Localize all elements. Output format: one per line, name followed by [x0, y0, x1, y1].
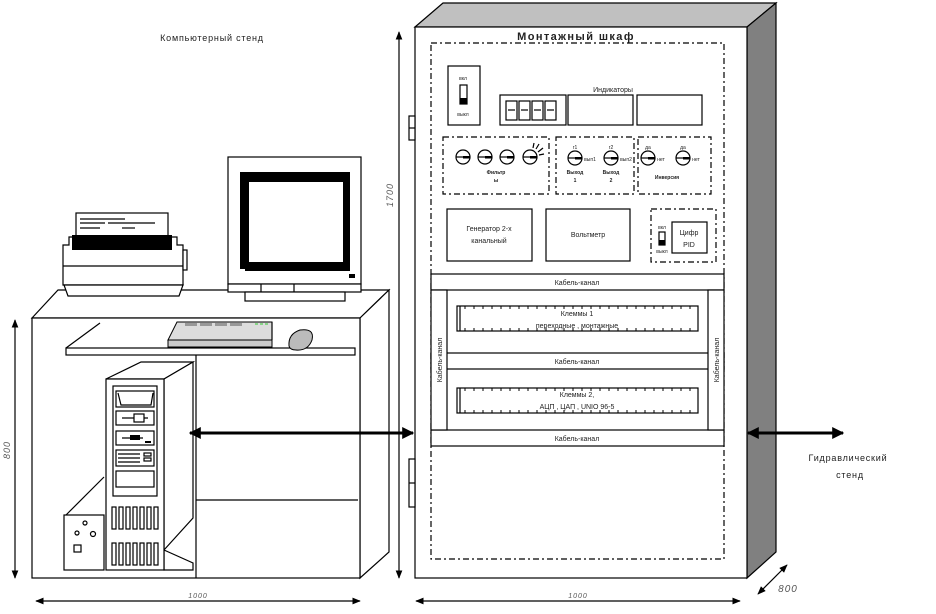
pid-off-label: выкл: [656, 249, 667, 255]
generator-box: [446, 208, 533, 262]
keyboard-icon: [167, 321, 273, 348]
inversion-group: [637, 136, 712, 195]
inversion-2-no-label: нет: [692, 157, 700, 163]
terminals-2-sublabel: АЦП , ЦАП , UNIO 96-5: [540, 404, 615, 411]
inversion-label: Инверсия: [655, 175, 679, 181]
inversion-knob-1[interactable]: [640, 150, 656, 166]
output-2-label: Выход: [603, 170, 621, 176]
output-1-off-label: вып1: [584, 157, 596, 163]
dimension-cabinet-depth-label: 800: [778, 584, 798, 595]
cabinet-top: [413, 2, 778, 28]
hydraulic-stand-label: Гидравлический: [809, 453, 888, 463]
monitor-icon: [227, 156, 362, 302]
output-knob-1[interactable]: [567, 150, 583, 166]
generator-label-2: канальный: [471, 237, 506, 245]
output-1-number: 1: [574, 178, 577, 184]
output-2-on-label: г2: [609, 145, 614, 151]
filter-knobs: [455, 142, 545, 165]
keyboard-shelf: [65, 322, 356, 356]
generator-label: Генератор 2-х: [466, 226, 512, 233]
voltmeter-label: Вольтметр: [571, 232, 605, 239]
filter-knob[interactable]: [477, 149, 493, 165]
power-on-label: вкл: [459, 76, 467, 82]
pid-box: [671, 221, 708, 254]
output-1-label: Выход: [567, 170, 585, 176]
indicator-2: [567, 94, 634, 126]
cable-channel-top: [430, 273, 725, 291]
pc-tower-icon: [65, 360, 196, 571]
mouse-icon: [288, 329, 313, 351]
cable-channel-label-vertical: Кабель-канал: [436, 338, 444, 383]
filter-knob[interactable]: [455, 149, 471, 165]
hydraulic-stand-label-2: стенд: [836, 470, 864, 480]
cabinet-title: Монтажный шкаф: [517, 31, 635, 43]
indicator-3: [636, 94, 703, 126]
pid-on-label: вкл: [658, 225, 666, 231]
power-off-label: выкл: [457, 112, 468, 118]
inversion-2-yes-label: да: [680, 145, 686, 151]
dimension-cabinet-width-label: 1000: [568, 593, 588, 600]
inversion-1-yes-label: да: [645, 145, 651, 151]
terminal-block-1: [456, 305, 699, 332]
dimension-cabinet-depth: [757, 564, 788, 595]
terminals-2-label: Клеммы 2,: [560, 392, 595, 399]
terminal-rails: [456, 305, 699, 414]
cable-channel-right: [707, 289, 725, 431]
indicators-label: Индикаторы: [593, 87, 633, 94]
cable-channel-label: Кабель-канал: [555, 435, 600, 443]
computer-stand-title: Компьютерный стенд: [160, 33, 264, 43]
terminals-1-label: Клеммы 1: [561, 311, 594, 318]
inversion-1-no-label: нет: [657, 157, 665, 163]
cable-channel-label-vertical: Кабель-канал: [713, 338, 721, 383]
cable-channel-label: Кабель-канал: [555, 358, 600, 366]
voltmeter-box: [545, 208, 631, 262]
dimension-desk-width-label: 1000: [188, 593, 208, 600]
power-switch-panel: [447, 65, 481, 126]
filters-label-2: ы: [494, 178, 498, 184]
outputs-group: [555, 136, 635, 195]
cable-channel-left: [430, 289, 448, 431]
output-2-number: 2: [610, 178, 613, 184]
filters-label: Фильтр: [487, 170, 506, 176]
terminals-1-sublabel: переходные , монтажные: [536, 323, 618, 330]
output-2-off-label: вып2: [620, 157, 632, 163]
cable-channel-bottom: [430, 429, 725, 447]
dimension-cabinet-height-label: 1700: [385, 183, 395, 207]
output-knob-2[interactable]: [603, 150, 619, 166]
cabinet-side: [746, 1, 777, 580]
ups-box-icon: [63, 514, 105, 571]
dimension-desk-height-label: 800: [2, 441, 12, 459]
pid-label: Цифр: [680, 230, 699, 237]
indicators-panel: [499, 94, 703, 126]
printer-icon: [62, 212, 188, 297]
inversion-knob-2[interactable]: [675, 150, 691, 166]
terminal-block-2: [456, 387, 699, 414]
pid-group: [650, 208, 717, 263]
pid-label-2: PID: [683, 242, 695, 249]
filter-knob[interactable]: [522, 142, 545, 165]
cable-channel-frame: [430, 273, 725, 447]
filter-knob[interactable]: [499, 149, 515, 165]
cable-channel-label: Кабель-канал: [555, 279, 600, 287]
output-1-on-label: г1: [573, 145, 578, 151]
filters-group: [442, 136, 550, 195]
